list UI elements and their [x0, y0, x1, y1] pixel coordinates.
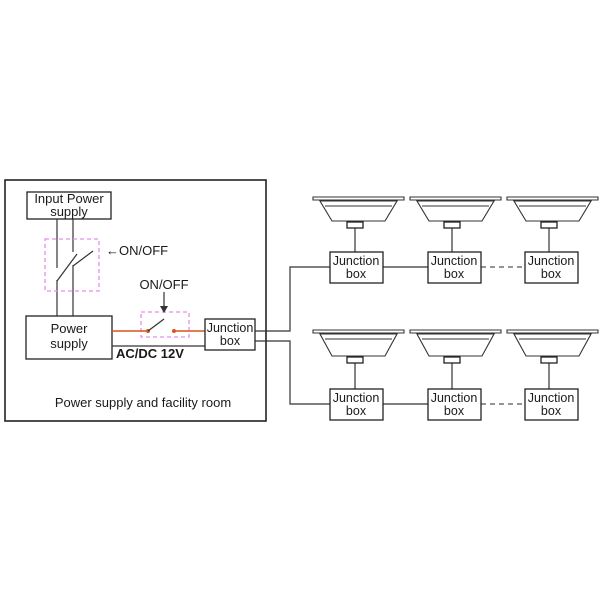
room-junction-label-line2: box — [220, 334, 241, 348]
pool-light-2-1 — [312, 329, 405, 389]
output-switch-label: ON/OFF — [139, 277, 188, 292]
junction-box-label-line1: Junction — [431, 391, 478, 405]
room-junction-label-line1: Junction — [207, 321, 254, 335]
lamp-body — [416, 200, 495, 222]
pool-light-2-3 — [506, 329, 599, 389]
lamp-flange — [312, 196, 405, 201]
trunk-wire-lower — [255, 340, 330, 405]
input-power-label-line2: supply — [50, 204, 88, 219]
junction-box-2-1 — [329, 388, 384, 421]
lamp-body — [319, 200, 398, 222]
junction-box-label-line1: Junction — [333, 391, 380, 405]
lamp-body — [319, 333, 398, 357]
lamp-flange — [312, 329, 405, 334]
junction-box-label-line2: box — [541, 404, 562, 418]
main-switch-label: ←ON/OFF — [106, 243, 168, 258]
power-supply-label-line2: supply — [50, 336, 88, 351]
lamp-gland — [346, 221, 364, 229]
power-supply-box — [25, 315, 113, 360]
facility-room-frame — [4, 179, 267, 422]
lamp-flange — [506, 196, 599, 201]
junction-box-2-2 — [427, 388, 482, 421]
lamp-flange — [506, 329, 599, 334]
main-switch-blade-right — [72, 250, 94, 267]
trunk-wire-upper — [255, 266, 330, 332]
light-group-2: Junction box Junction box Junction box — [312, 329, 599, 421]
lamp-gland — [346, 356, 364, 364]
junction-box-label-line2: box — [541, 267, 562, 281]
pool-light-2-2 — [409, 329, 502, 389]
junction-box-label-line1: Junction — [528, 391, 575, 405]
switch-contact-right — [172, 329, 176, 333]
junction-box-1-1 — [329, 251, 384, 284]
junction-box-1-3 — [524, 251, 579, 284]
lamp-body — [513, 333, 592, 357]
input-power-supply-box — [26, 191, 112, 220]
output-switch-blade — [147, 318, 165, 332]
trunk-wiring — [255, 266, 330, 405]
output-switch — [112, 311, 205, 338]
facility-room: Input Power supply ←ON/OFF Power supply — [4, 179, 267, 422]
lamp-flange — [409, 196, 502, 201]
input-power-label-line1: Input Power — [34, 191, 104, 206]
lamp-body — [513, 200, 592, 222]
pool-light-1-1 — [312, 196, 405, 252]
main-switch-highlight — [44, 238, 100, 292]
junction-box-1-2 — [427, 251, 482, 284]
pool-light-1-2 — [409, 196, 502, 252]
power-supply-label-line1: Power — [51, 321, 89, 336]
junction-box-label-line2: box — [346, 404, 367, 418]
junction-box-label-line2: box — [444, 267, 465, 281]
junction-box-2-3 — [524, 388, 579, 421]
lamp-body — [416, 333, 495, 357]
lamp-gland — [540, 356, 558, 364]
main-switch-blade-left — [56, 253, 78, 282]
voltage-label: AC/DC 12V — [116, 346, 184, 361]
facility-room-caption: Power supply and facility room — [55, 395, 231, 410]
lamp-gland — [540, 221, 558, 229]
main-switch — [44, 238, 100, 292]
lamp-gland — [443, 221, 461, 229]
lamp-flange — [409, 329, 502, 334]
light-group-1: Junction box Junction box Junction box — [312, 196, 599, 284]
junction-box-label-line1: Junction — [333, 254, 380, 268]
output-switch-highlight — [140, 311, 190, 338]
junction-box-label-line2: box — [444, 404, 465, 418]
room-junction-box — [204, 318, 256, 351]
lamp-gland — [443, 356, 461, 364]
pool-light-1-3 — [506, 196, 599, 252]
junction-box-label-line2: box — [346, 267, 367, 281]
switch-label-arrowhead — [160, 306, 168, 313]
junction-box-label-line1: Junction — [431, 254, 478, 268]
junction-box-label-line1: Junction — [528, 254, 575, 268]
